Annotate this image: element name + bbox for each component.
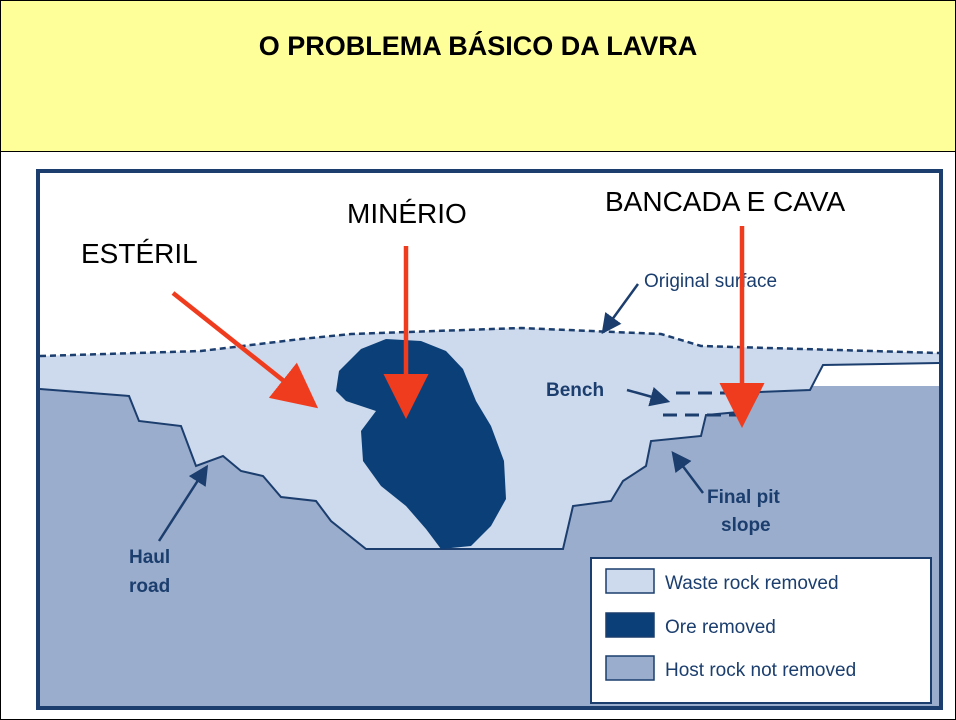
esteril-arrow [171,291,319,409]
minerio-annotation: MINÉRIO [347,198,467,229]
final-pit-label-line2: slope [721,515,771,536]
original-surface-label: Original surface [644,271,777,292]
ore-body [336,339,506,549]
legend-label-waste: Waste rock removed [665,573,839,594]
original-surface-arrow [601,283,640,335]
legend-swatch-ore [605,612,655,638]
bench-arrow [626,387,671,407]
bench-label: Bench [546,380,604,401]
final-pit-slope-arrow [671,451,704,494]
legend-swatch-host [605,655,655,681]
legend-label-ore: Ore removed [665,617,776,638]
esteril-annotation: ESTÉRIL [81,238,198,269]
final-pit-label-line1: Final pit [707,487,781,508]
legend-label-host: Host rock not removed [665,660,856,681]
haul-road-arrow [157,464,209,542]
haul-road-label-line2: road [129,576,170,597]
legend-swatch-waste [605,568,655,594]
page-title: O PROBLEMA BÁSICO DA LAVRA [258,31,698,61]
title-banner: O PROBLEMA BÁSICO DA LAVRA [1,1,955,152]
bancada-annotation: BANCADA E CAVA [605,186,845,217]
legend: Waste rock removed Ore removed Host rock… [590,557,932,704]
haul-road-label-line1: Haul [129,547,170,568]
